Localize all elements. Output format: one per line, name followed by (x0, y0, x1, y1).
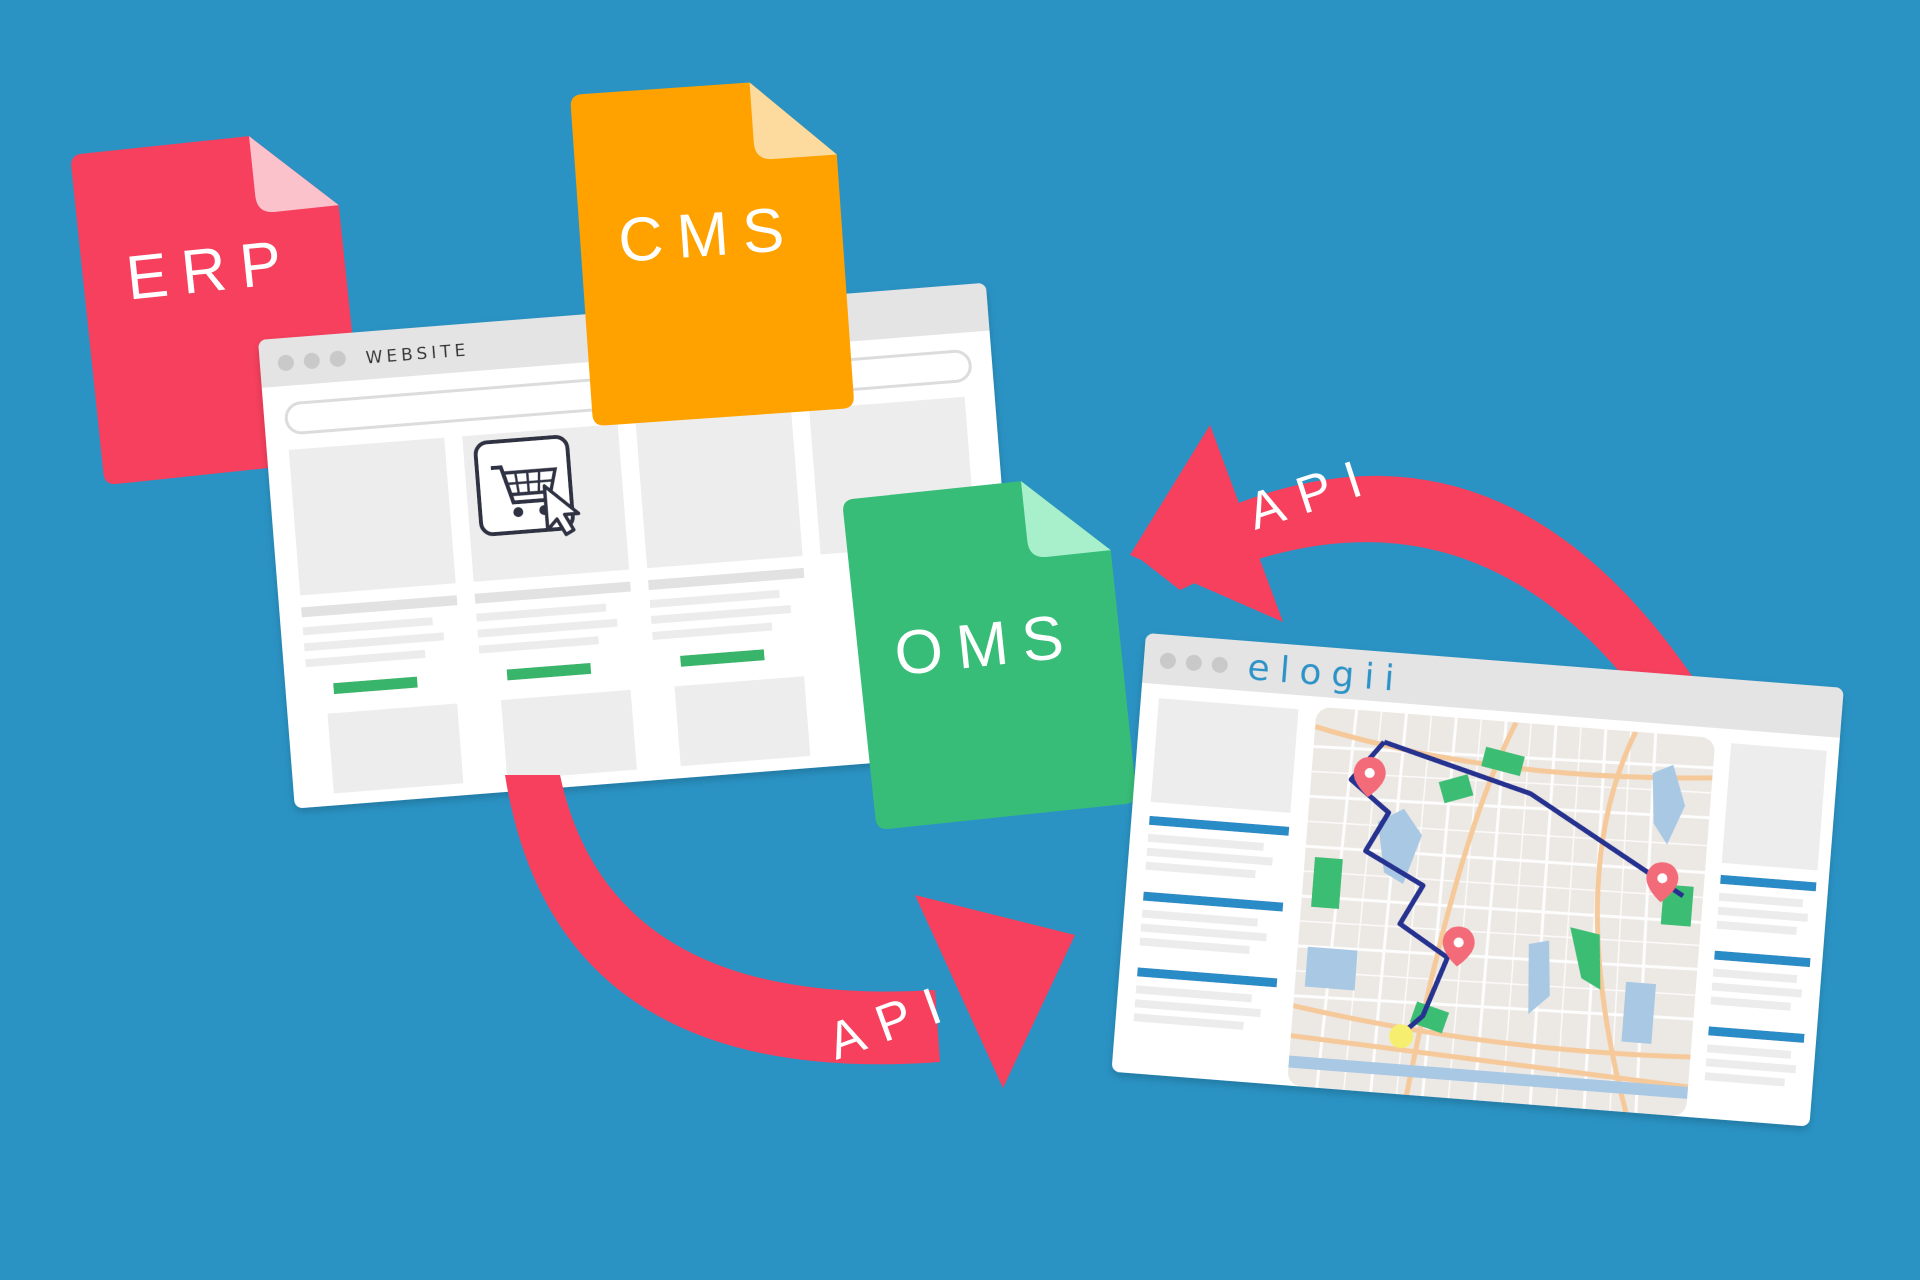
window-control-maximize[interactable] (329, 350, 346, 367)
api-arrow-top-body (1135, 475, 1735, 760)
left-sidebar (1133, 698, 1299, 1030)
oms-document-body (843, 481, 1137, 830)
map-pin-icon[interactable] (1441, 925, 1476, 967)
erp-fold-corner (249, 136, 339, 213)
delivery-route-branch (1383, 739, 1685, 899)
oms-fold-corner (1021, 481, 1111, 558)
api-arrow-top-head (1130, 425, 1283, 622)
cms-document-body (570, 82, 854, 426)
buy-button[interactable] (680, 649, 765, 667)
buy-button[interactable] (333, 676, 418, 695)
window-control-maximize[interactable] (1211, 656, 1228, 673)
right-sidebar (1704, 743, 1827, 1087)
route-map[interactable] (1286, 706, 1716, 1117)
window-control-close[interactable] (277, 354, 294, 371)
api-arrow-bottom-body (505, 775, 940, 1065)
cms-document: CMS (570, 82, 854, 426)
elogii-window: elogii (1112, 633, 1844, 1126)
window-control-minimize[interactable] (303, 352, 320, 369)
cms-fold-corner (749, 82, 837, 160)
route-start-point[interactable] (1388, 1023, 1414, 1049)
map-pin-icon[interactable] (1352, 756, 1387, 798)
buy-button[interactable] (506, 662, 592, 681)
window-control-minimize[interactable] (1185, 654, 1202, 671)
map-pin-icon[interactable] (1645, 861, 1680, 903)
cms-label: CMS (616, 195, 800, 276)
product-image-placeholder (288, 437, 456, 596)
water-areas (1288, 764, 1689, 1099)
shopping-cart-cursor-icon[interactable] (473, 434, 581, 541)
api-arrow-bottom: API (505, 775, 1075, 1088)
oms-document: OMS (843, 481, 1137, 830)
product-text-lines (301, 567, 805, 668)
elogii-title-bar (1142, 633, 1844, 738)
api-arrow-bottom-head (915, 895, 1075, 1088)
window-control-close[interactable] (1159, 652, 1176, 669)
